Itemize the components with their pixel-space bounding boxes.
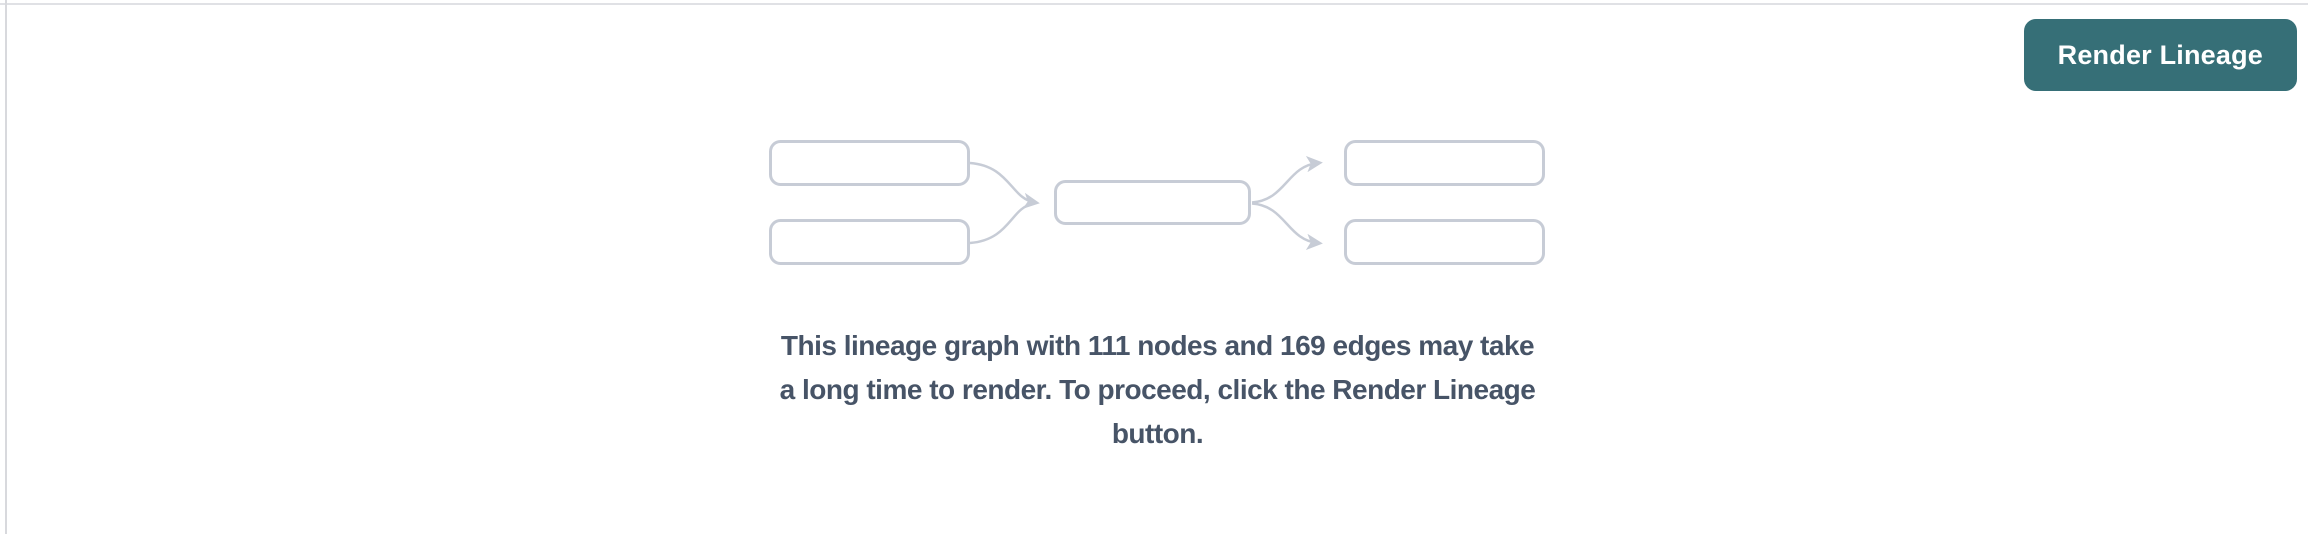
lineage-empty-state: This lineage graph with 111 nodes and 16… — [7, 0, 2308, 534]
placeholder-node — [1054, 180, 1251, 225]
placeholder-node — [769, 219, 970, 265]
placeholder-edge — [969, 161, 1040, 209]
warning-line-1: This lineage graph with 111 nodes and 16… — [780, 330, 1535, 361]
render-lineage-button[interactable]: Render Lineage — [2023, 19, 2297, 91]
placeholder-node — [769, 140, 970, 186]
warning-line-2: a long time to render. To proceed, click… — [779, 374, 1536, 405]
lineage-placeholder-graphic — [769, 140, 1545, 265]
placeholder-node — [1344, 140, 1545, 186]
warning-line-3: button. — [1111, 418, 1204, 449]
placeholder-node — [1344, 219, 1545, 265]
placeholder-edge — [969, 202, 1034, 245]
render-warning-message: This lineage graph with 111 nodes and 16… — [780, 324, 1536, 456]
placeholder-edge — [1251, 156, 1323, 204]
placeholder-edge — [1251, 202, 1323, 250]
top-divider — [0, 3, 2308, 5]
left-panel-divider — [5, 0, 7, 534]
